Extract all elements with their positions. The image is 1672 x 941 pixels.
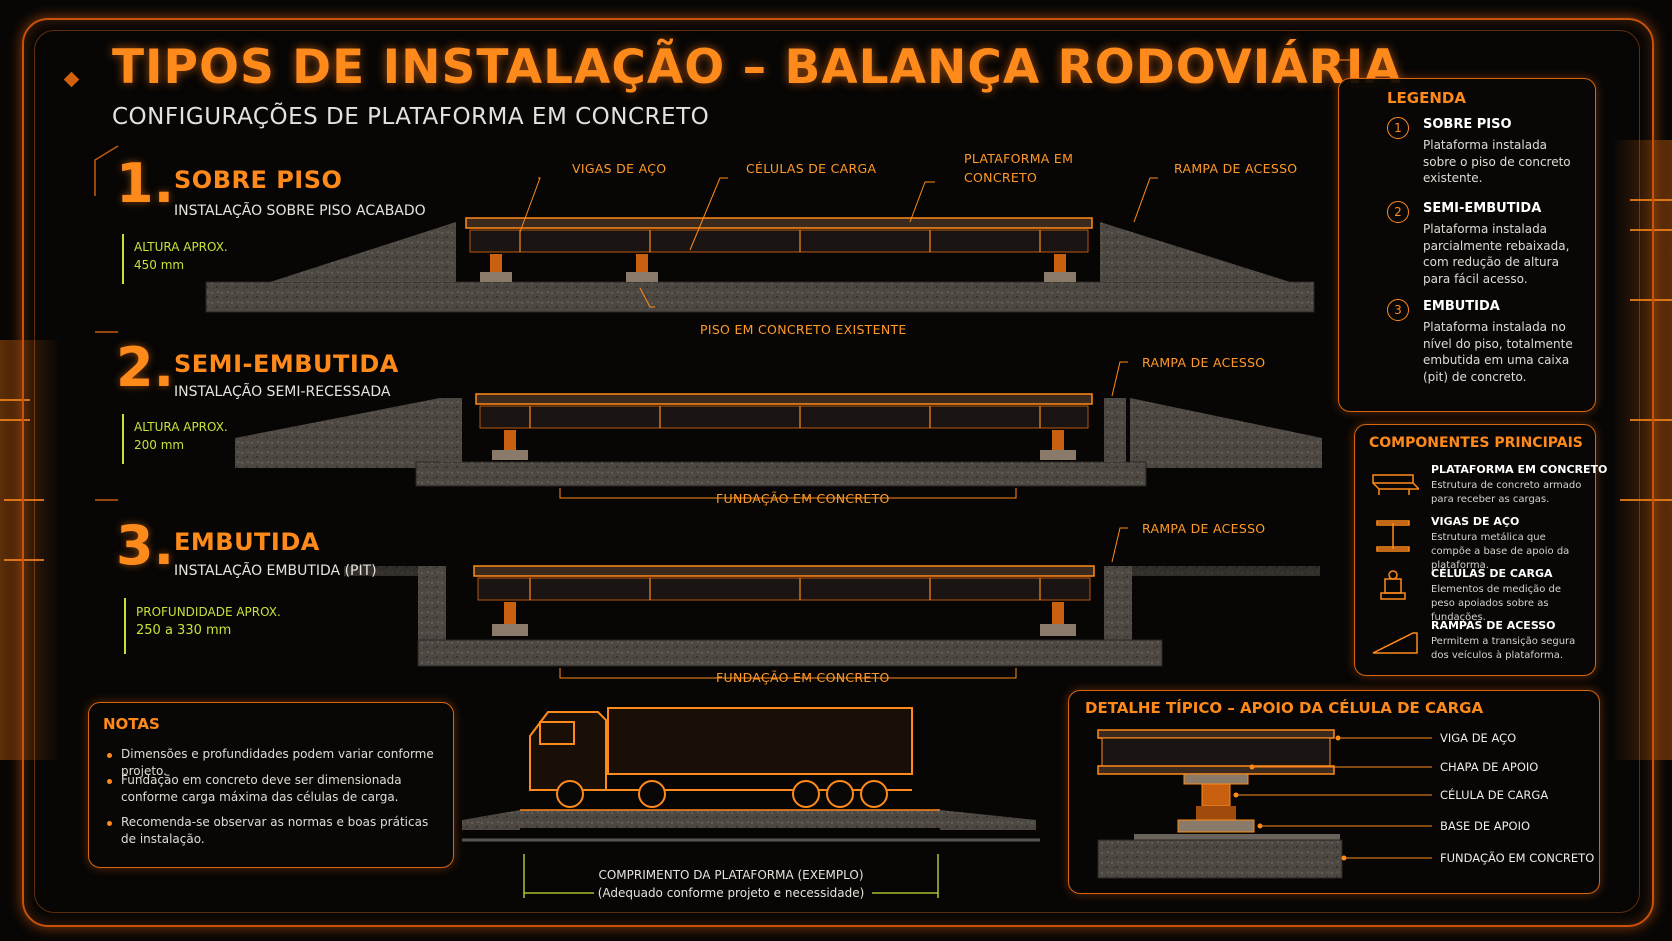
page-subtitle: CONFIGURAÇÕES DE PLATAFORMA EM CONCRETO — [112, 104, 710, 130]
section-2-number: 2. — [116, 336, 175, 399]
section-3-drawing — [344, 565, 1320, 667]
detail-drawing — [1097, 729, 1343, 879]
legend-item-1-name: SOBRE PISO — [1423, 117, 1512, 132]
component-1-desc: Estrutura de concreto armado para recebe… — [1431, 480, 1582, 505]
component-2-name: VIGAS DE AÇO — [1431, 515, 1520, 528]
load-cell-icon — [1380, 570, 1406, 600]
section-1-height-label: ALTURA APROX. — [134, 240, 228, 254]
inner-frame — [34, 30, 1640, 913]
section-1-number: 1. — [116, 152, 175, 215]
note-3: Recomenda-se observar as normas e boas p… — [121, 815, 429, 846]
detail-label-foundation: FUNDAÇÃO EM CONCRETO — [1440, 851, 1595, 865]
callout-foundation-2: FUNDAÇÃO EM CONCRETO — [716, 491, 890, 506]
component-3-desc: Elementos de medição de peso apoiados so… — [1431, 584, 1562, 623]
component-3-name: CÉLULAS DE CARGA — [1431, 567, 1553, 580]
note-1: Dimensões e profundidades podem variar c… — [121, 747, 434, 778]
callout-ramp-1: RAMPA DE ACESSO — [1174, 161, 1298, 176]
section-1-height-value: 450 mm — [134, 258, 185, 272]
legend-title: LEGENDA — [1387, 89, 1466, 107]
component-2-desc: Estrutura metálica que compõe a base de … — [1431, 532, 1570, 571]
legend-panel: LEGENDA 1 SOBRE PISO Plataforma instalad… — [1338, 78, 1596, 412]
platform-length-label: COMPRIMENTO DA PLATAFORMA (EXEMPLO) — [598, 868, 864, 882]
component-icons — [1372, 474, 1419, 654]
callout-platform-line1: PLATAFORMA EM — [964, 151, 1074, 166]
detail-label-load-cell: CÉLULA DE CARGA — [1440, 788, 1549, 802]
outer-frame — [22, 18, 1654, 927]
section-2-height-marker — [122, 414, 124, 464]
note-bullet — [107, 753, 112, 758]
section-3-name: EMBUTIDA — [174, 528, 320, 556]
legend-number-1: 1 — [1387, 117, 1409, 139]
legend-item-2-desc: Plataforma instalada parcialmente rebaix… — [1423, 222, 1570, 286]
detail-title: DETALHE TÍPICO – APOIO DA CÉLULA DE CARG… — [1085, 699, 1484, 717]
i-beam-icon — [1376, 520, 1410, 552]
legend-number-3: 3 — [1387, 299, 1409, 321]
ramp-icon — [1372, 632, 1418, 654]
detail-label-beam: VIGA DE AÇO — [1440, 731, 1517, 745]
notes-panel: NOTAS Dimensões e profundidades podem va… — [88, 702, 454, 868]
truck-drawing — [529, 707, 913, 808]
components-panel: COMPONENTES PRINCIPAIS PLATAFORMA EM CON… — [1354, 424, 1607, 676]
notes-title: NOTAS — [103, 715, 160, 733]
note-bullet — [107, 779, 112, 784]
detail-label-plate: CHAPA DE APOIO — [1440, 760, 1539, 774]
section-1-drawing — [205, 217, 1315, 313]
callout-ramp-2: RAMPA DE ACESSO — [1142, 355, 1266, 370]
section-2-drawing — [235, 393, 1322, 487]
callout-load-cells: CÉLULAS DE CARGA — [746, 161, 877, 176]
callout-beams: VIGAS DE AÇO — [572, 161, 667, 176]
callout-foundation-3: FUNDAÇÃO EM CONCRETO — [716, 670, 890, 685]
section-3-height-value: 250 a 330 mm — [136, 623, 232, 638]
truck-platform — [462, 809, 1040, 842]
note-2: Fundação em concreto deve ser dimensiona… — [121, 773, 402, 804]
section-2-subtitle: INSTALAÇÃO SEMI-RECESSADA — [174, 384, 391, 400]
section-1-height-marker — [122, 234, 124, 284]
component-4-desc: Permitem a transição segura dos veículos… — [1431, 636, 1576, 661]
section-2-height-value: 200 mm — [134, 438, 185, 452]
section-3-height-label: PROFUNDIDADE APROX. — [136, 605, 281, 619]
detail-panel: DETALHE TÍPICO – APOIO DA CÉLULA DE CARG… — [1068, 690, 1600, 894]
detail-label-base: BASE DE APOIO — [1440, 819, 1531, 833]
section-1-name: SOBRE PISO — [174, 166, 343, 194]
section-3-number: 3. — [116, 514, 175, 577]
components-title: COMPONENTES PRINCIPAIS — [1369, 435, 1583, 451]
legend-item-3-desc: Plataforma instalada no nível do piso, t… — [1423, 320, 1573, 384]
legend-item-3-name: EMBUTIDA — [1423, 299, 1500, 314]
callout-existing-floor: PISO EM CONCRETO EXISTENTE — [700, 322, 907, 337]
section-3-height-marker — [124, 598, 126, 654]
length-dimension-line — [523, 854, 939, 898]
note-bullet — [107, 821, 112, 826]
platform-length-note: (Adequado conforme projeto e necessidade… — [597, 886, 865, 900]
callout-ramp-3: RAMPA DE ACESSO — [1142, 521, 1266, 536]
section-1-subtitle: INSTALAÇÃO SOBRE PISO ACABADO — [174, 203, 426, 219]
platform-icon — [1372, 474, 1419, 495]
legend-number-2: 2 — [1387, 201, 1409, 223]
callout-platform-line2: CONCRETO — [964, 170, 1038, 185]
legend-item-2-name: SEMI-EMBUTIDA — [1423, 201, 1542, 216]
legend-item-1-desc: Plataforma instalada sobre o piso de con… — [1423, 138, 1571, 185]
page-title: TIPOS DE INSTALAÇÃO – BALANÇA RODOVIÁRIA — [112, 40, 1402, 95]
section-2-name: SEMI-EMBUTIDA — [174, 350, 399, 378]
component-4-name: RAMPAS DE ACESSO — [1431, 619, 1556, 632]
section-2-height-label: ALTURA APROX. — [134, 420, 228, 434]
section-3-subtitle: INSTALAÇÃO EMBUTIDA (PIT) — [174, 563, 377, 579]
component-1-name: PLATAFORMA EM CONCRETO — [1431, 463, 1608, 476]
